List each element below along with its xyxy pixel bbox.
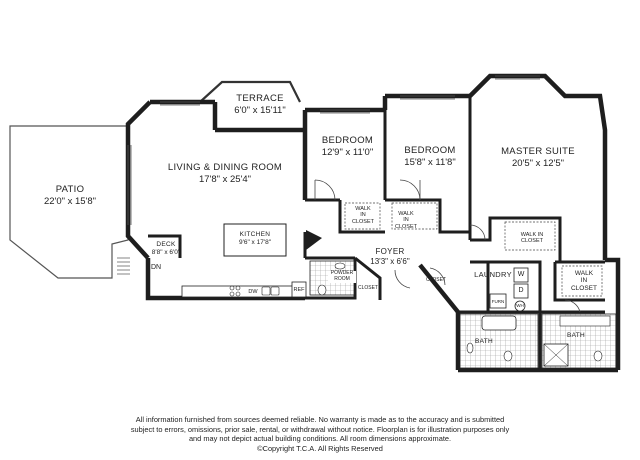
- exterior-walls: [125, 73, 621, 373]
- room-name: BATH: [566, 332, 586, 339]
- label-line: ROOM: [334, 275, 350, 282]
- label-line: WALK: [355, 206, 371, 212]
- room-name: FOYER: [375, 247, 405, 256]
- room-dimensions: 6'0" x 15'11": [234, 104, 286, 116]
- walk-in-closet-4-label: WALK IN CLOSET: [570, 270, 598, 292]
- room-name: DECK: [156, 241, 176, 248]
- label-line: WALK IN: [520, 232, 544, 238]
- room-name: BATH: [474, 338, 494, 345]
- washer-label: W: [517, 271, 525, 278]
- room-name: KITCHEN: [239, 231, 271, 238]
- walk-in-closet-3-label: WALK IN CLOSET: [512, 232, 552, 245]
- bedroom-2-label: BEDROOM 15'8" x 11'8": [390, 145, 470, 169]
- kitchen-island: [223, 223, 287, 257]
- toilet-icon: [317, 284, 327, 296]
- water-heater-icon: [514, 300, 526, 312]
- terrace-label: TERRACE 6'0" x 15'11": [200, 93, 320, 117]
- copyright: ©Copyright T.C.A. All Rights Reserved: [257, 443, 383, 453]
- room-dimensions: 15'8" x 11'8": [404, 156, 456, 168]
- label-line: IN: [580, 277, 588, 285]
- patio-label: PATIO 22'0" x 15'8": [20, 184, 120, 208]
- bathtub-icon: [481, 315, 517, 331]
- sink-icon: [261, 286, 280, 296]
- room-name: LAUNDRY: [474, 270, 512, 279]
- disclaimer-line: subject to errors, omissions, prior sale…: [130, 424, 510, 434]
- room-dimensions: 17'8" x 25'4": [198, 173, 252, 185]
- label-line: CLOSET: [352, 218, 375, 225]
- kitchen-label: KITCHEN 9'6" x 17'8": [224, 231, 286, 247]
- label-line: WALK: [574, 270, 594, 277]
- bath-2-label: BATH: [560, 332, 592, 340]
- room-name: TERRACE: [236, 93, 284, 104]
- furnace-icon: [489, 293, 507, 309]
- label-line: POWDER: [330, 270, 354, 276]
- room-dimensions: 9'6" x 17'8": [238, 239, 272, 247]
- disclaimer-line: All information furnished from sources d…: [135, 415, 505, 424]
- room-name: BEDROOM: [321, 135, 374, 146]
- door-swings: [314, 179, 581, 313]
- room-name: MASTER SUITE: [501, 146, 575, 157]
- sink-icon-powder: [334, 262, 346, 270]
- walk-in-closet-2-label: WALK IN CLOSET: [395, 211, 417, 230]
- powder-room-label: POWDER ROOM: [328, 270, 356, 283]
- label-line: IN: [360, 212, 366, 219]
- room-dimensions: 13'3" x 6'6": [370, 257, 410, 266]
- dishwasher-label: DW: [248, 289, 258, 295]
- kitchen-corner: [306, 230, 322, 250]
- stove-icon: [229, 285, 241, 297]
- room-name: BEDROOM: [404, 145, 456, 156]
- label-line: CLOSET: [570, 284, 597, 292]
- living-dining-label: LIVING & DINING ROOM 17'8" x 25'4": [155, 162, 295, 186]
- sink-icon-bath1: [466, 342, 474, 354]
- windows: [127, 75, 540, 225]
- toilet-icon-bath2: [593, 350, 603, 362]
- dryer-icon: [513, 283, 529, 299]
- disclaimer: All information furnished from sources d…: [60, 415, 580, 454]
- room-dimensions: 22'0" x 15'8": [43, 195, 97, 207]
- disclaimer-line: and may not depict actual building condi…: [188, 434, 452, 444]
- walk-in-closet-1-label: WALK IN CLOSET: [352, 206, 374, 225]
- label-line: CLOSET: [395, 223, 418, 230]
- deck-label: DECK 8'8" x 6'0": [146, 241, 186, 257]
- foyer-label: FOYER 13'3" x 6'6": [360, 247, 420, 267]
- stairs-down-label: DN: [150, 264, 162, 271]
- refrigerator-label: REF: [293, 287, 305, 293]
- room-dimensions: 12'9" x 11'0": [321, 146, 374, 158]
- kitchen-counter: [181, 285, 295, 298]
- toilet-icon-bath1: [503, 350, 513, 362]
- bedroom-1-label: BEDROOM 12'9" x 11'0": [310, 135, 385, 159]
- vanity-icon: [559, 315, 611, 327]
- interior-walls: [148, 96, 605, 370]
- dryer-label: D: [518, 287, 524, 294]
- water-heater-label: WH: [516, 303, 524, 308]
- label-line: CLOSET: [520, 238, 543, 245]
- terrace-outline: [199, 80, 301, 103]
- furnace-label: FURN: [491, 299, 505, 304]
- washer-icon: [513, 267, 529, 283]
- closet-1-label: CLOSET: [357, 285, 378, 291]
- room-name: LIVING & DINING ROOM: [167, 162, 283, 173]
- laundry-label: LAUNDRY: [472, 270, 514, 279]
- label-line: WALK: [398, 211, 414, 217]
- room-name: PATIO: [55, 184, 85, 195]
- master-suite-label: MASTER SUITE 20'5" x 12'5": [478, 146, 598, 170]
- room-dimensions: 8'8" x 6'0": [151, 249, 181, 257]
- room-dimensions: 20'5" x 12'5": [511, 157, 565, 169]
- label-line: IN: [403, 217, 409, 224]
- refrigerator: [291, 281, 307, 298]
- bath-1-label: BATH: [468, 338, 500, 346]
- closet-2-label: CLOSET: [425, 277, 446, 283]
- closet-outlines: [344, 202, 603, 297]
- stairs-icon: [117, 257, 130, 275]
